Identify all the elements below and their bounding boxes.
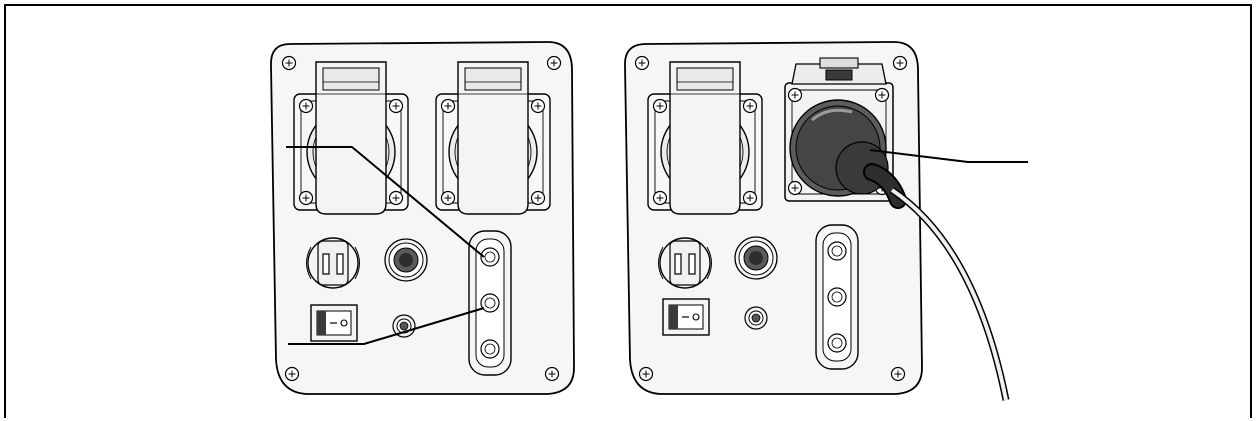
us-outlet [657,237,713,289]
figure-frame [4,4,1252,418]
panel-corner-screw-icon [544,366,560,382]
connector-plug [789,99,907,209]
panel-corner-screw-icon [284,366,300,382]
small-button [744,306,768,330]
grommet-strip [468,230,512,376]
panel-corner-screw-icon [281,55,297,71]
rocker-switch [662,298,710,336]
panel-corner-screw-icon [634,55,650,71]
leader-line [286,146,485,258]
leader-line [869,149,1028,163]
round-button [734,236,778,280]
power-cable [890,187,1010,401]
us-outlet [305,237,361,289]
panel-corner-screw-icon [546,55,562,71]
round-button [384,238,428,282]
rocker-switch [310,304,358,342]
leader-line [288,307,485,345]
grommet-strip [815,224,859,370]
panel-corner-screw-icon [890,366,906,382]
right-panel [624,41,1028,401]
panel-corner-screw-icon [638,366,654,382]
left-panel [270,41,575,395]
panel-corner-screw-icon [892,55,908,71]
